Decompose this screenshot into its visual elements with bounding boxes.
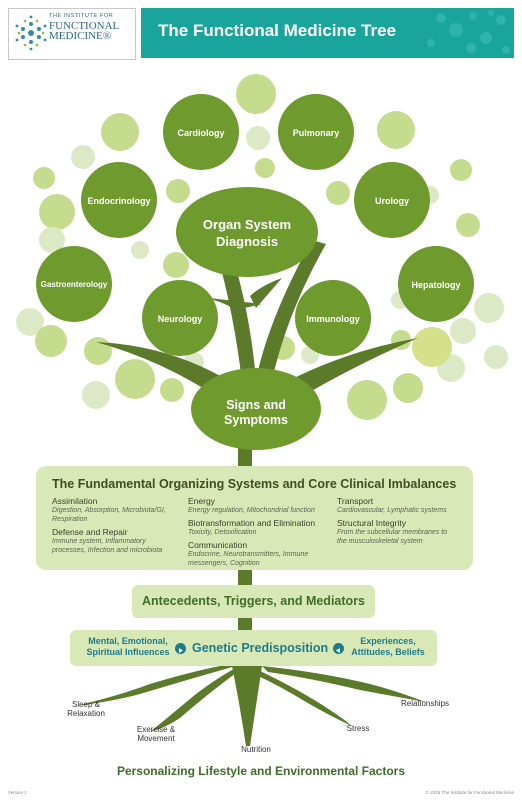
footer-caption: Personalizing Lifestyle and Environmenta… — [116, 764, 406, 778]
core-heading: Energy — [188, 496, 215, 506]
antecedents-box — [132, 585, 375, 618]
genetic-box — [70, 630, 437, 666]
core-detail: Endocrine, Neurotransmitters, Immune — [188, 551, 309, 558]
core-column-1: Assimilation Digestion, Absorption, Micr… — [52, 493, 187, 555]
signs-symptoms-ellipse — [191, 368, 321, 450]
signs-line2: Symptoms — [224, 413, 288, 427]
root-sleep-line2: Relaxation — [67, 709, 105, 718]
core-heading: Structural Integrity — [337, 518, 406, 528]
core-detail: Digestion, Absorption, Microbiota/GI, — [52, 507, 166, 514]
root-exercise-line1: Exercise & — [136, 725, 176, 734]
trunk-segment — [238, 570, 252, 585]
tree-canopy — [16, 74, 508, 470]
organ-label-pulmonary: Pulmonary — [292, 128, 340, 138]
core-detail: processes, Infection and microbiota — [52, 547, 163, 554]
organ-label-gastroenterology: Gastroenterology — [40, 280, 108, 289]
core-heading: Biotransformation and Elimination — [188, 518, 316, 528]
organ-label-neurology: Neurology — [157, 314, 203, 324]
organ-circles — [36, 94, 474, 356]
organ-system-diagnosis-label: Organ System Diagnosis — [177, 216, 317, 250]
core-column-2: Energy Energy regulation, Mitochondrial … — [188, 493, 338, 568]
trunk-segment — [238, 618, 252, 630]
core-heading: Transport — [337, 496, 374, 506]
genetic-center-label: Genetic Predisposition — [192, 641, 329, 655]
genetic-left-line2: Spiritual Influences — [86, 647, 170, 657]
title-bar — [141, 8, 514, 58]
antecedents-label: Antecedents, Triggers, and Mediators — [142, 594, 365, 608]
root-exercise-line2: Movement — [137, 734, 175, 743]
genetic-left-label: Mental, Emotional, Spiritual Influences — [82, 636, 174, 658]
logo-name-line1: FUNCTIONAL — [49, 20, 120, 32]
signs-line1: Signs and — [226, 398, 286, 412]
logo-top-line: THE INSTITUTE FOR — [49, 13, 114, 19]
core-detail: messengers, Cognition — [188, 560, 260, 567]
core-detail: Energy regulation, Mitochondrial functio… — [188, 507, 315, 514]
root-label-nutrition: Nutrition — [241, 745, 271, 754]
genetic-right-line2: Attitudes, Beliefs — [351, 647, 425, 657]
core-title: The Fundamental Organizing Systems and C… — [52, 477, 457, 491]
root-label-sleep: Sleep & Relaxation — [56, 700, 116, 718]
right-arrow-icon — [175, 643, 186, 654]
organ-label-hepatology: Hepatology — [411, 280, 461, 290]
root-label-exercise: Exercise & Movement — [124, 725, 188, 743]
organ-system-line1: Organ System — [202, 217, 292, 232]
genetic-right-label: Experiences, Attitudes, Beliefs — [348, 636, 428, 658]
page-title: The Functional Medicine Tree — [158, 21, 397, 40]
fine-print-left: Version 1 — [8, 790, 27, 795]
core-column-3: Transport Cardiovascular, Lymphatic syst… — [337, 493, 467, 546]
left-arrow-icon — [333, 643, 344, 654]
organ-label-cardiology: Cardiology — [177, 128, 225, 138]
logo-mark-icon — [15, 15, 47, 51]
organ-label-endocrinology: Endocrinology — [87, 196, 151, 206]
core-detail: Immune system, Inflammatory — [52, 538, 146, 545]
core-detail: Cardiovascular, Lymphatic systems — [337, 507, 447, 514]
signs-symptoms-label: Signs and Symptoms — [196, 398, 316, 428]
organ-system-ellipse — [176, 187, 318, 277]
root-sleep-line1: Sleep & — [71, 700, 101, 709]
genetic-left-line1: Mental, Emotional, — [88, 636, 168, 646]
root-label-relationships: Relationships — [400, 699, 450, 708]
core-detail: Respiration — [52, 516, 88, 523]
organ-label-urology: Urology — [374, 196, 409, 206]
organ-system-line2: Diagnosis — [215, 234, 279, 249]
organ-label-immunology: Immunology — [306, 314, 360, 324]
core-heading: Defense and Repair — [52, 527, 128, 537]
root-label-stress: Stress — [346, 724, 370, 733]
core-detail: the musculoskeletal system — [337, 538, 423, 545]
core-detail: Toxicity, Detoxification — [188, 529, 257, 536]
core-heading: Assimilation — [52, 496, 98, 506]
title-bar-pattern-icon — [427, 10, 510, 54]
core-heading: Communication — [188, 540, 248, 550]
core-detail: From the subcellular membranes to — [337, 529, 448, 536]
fine-print-right: © 2015 The Institute for Functional Medi… — [425, 790, 514, 795]
logo-name: FUNCTIONAL MEDICINE® — [49, 20, 120, 42]
logo-name-line2: MEDICINE® — [49, 30, 112, 42]
core-imbalances-box — [36, 466, 473, 570]
genetic-right-line1: Experiences, — [360, 636, 416, 646]
tree-roots — [75, 666, 425, 746]
